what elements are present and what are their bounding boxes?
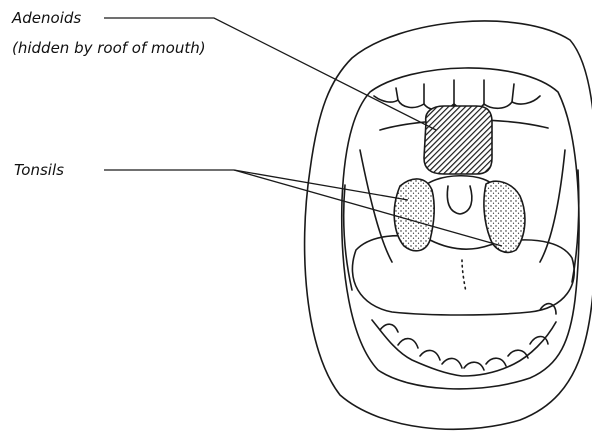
adenoids-leader-line [104, 18, 436, 130]
adenoid-mass [424, 106, 492, 174]
tonsils-leader-right [234, 170, 502, 246]
right-tonsil [484, 181, 525, 252]
uvula [447, 186, 472, 214]
outer-lips [305, 21, 592, 429]
tonsils-leader-left [234, 170, 408, 200]
left-tonsil [394, 179, 434, 251]
